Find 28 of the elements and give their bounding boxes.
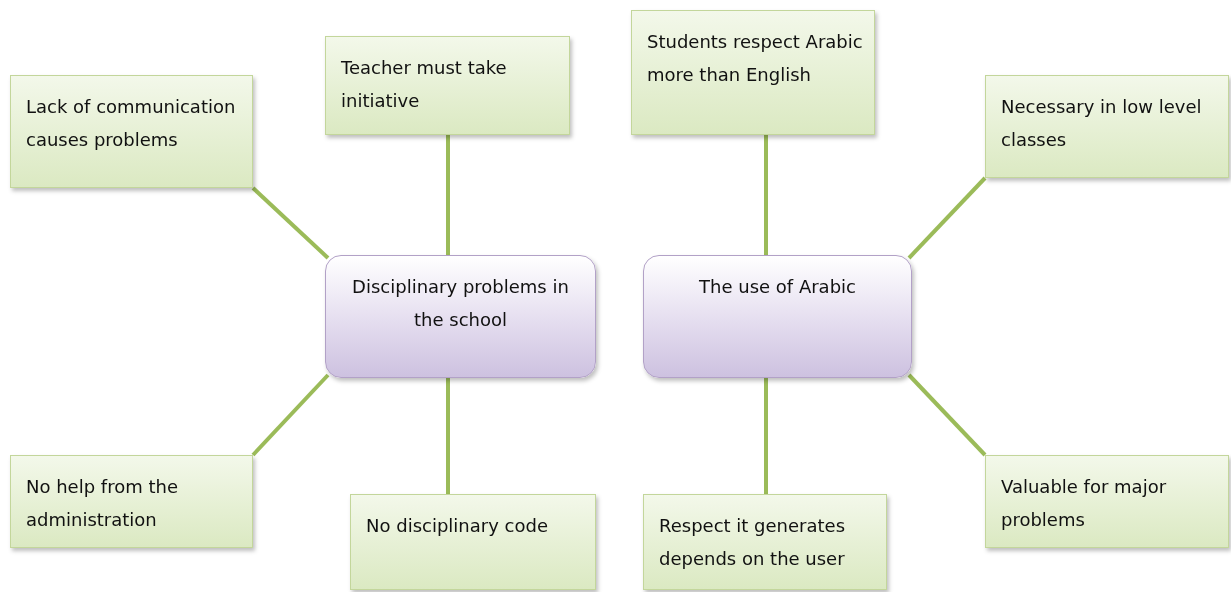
connector-line (446, 378, 450, 494)
box-text: No help from the administration (26, 475, 179, 532)
box-text: Lack of communication causes problems (26, 95, 237, 152)
box-text: Disciplinary problems in the school (351, 275, 570, 332)
box-text: Necessary in low level classes (1001, 95, 1203, 152)
box-text: Teacher must take initiative (341, 56, 508, 113)
idea-box (10, 75, 253, 188)
box-text: No disciplinary code (366, 514, 549, 538)
box-text: The use of Arabic (698, 275, 857, 299)
connector-line (764, 378, 768, 494)
idea-box (985, 75, 1229, 178)
connector-line (251, 373, 330, 457)
connector-line (907, 373, 987, 457)
idea-box (631, 10, 875, 135)
idea-box (10, 455, 253, 548)
box-text: Students respect Arabic more than English (647, 30, 864, 87)
connector-line (907, 176, 987, 260)
box-text: Valuable for major problems (1001, 475, 1168, 532)
box-text: Respect it generates depends on the user (659, 514, 847, 571)
connector-line (251, 186, 330, 260)
idea-box (985, 455, 1229, 548)
connector-line (764, 135, 768, 255)
idea-box (325, 36, 570, 135)
topic-box (325, 255, 596, 378)
idea-box (643, 494, 887, 590)
topic-box (643, 255, 912, 378)
connector-line (446, 135, 450, 255)
idea-box (350, 494, 596, 590)
